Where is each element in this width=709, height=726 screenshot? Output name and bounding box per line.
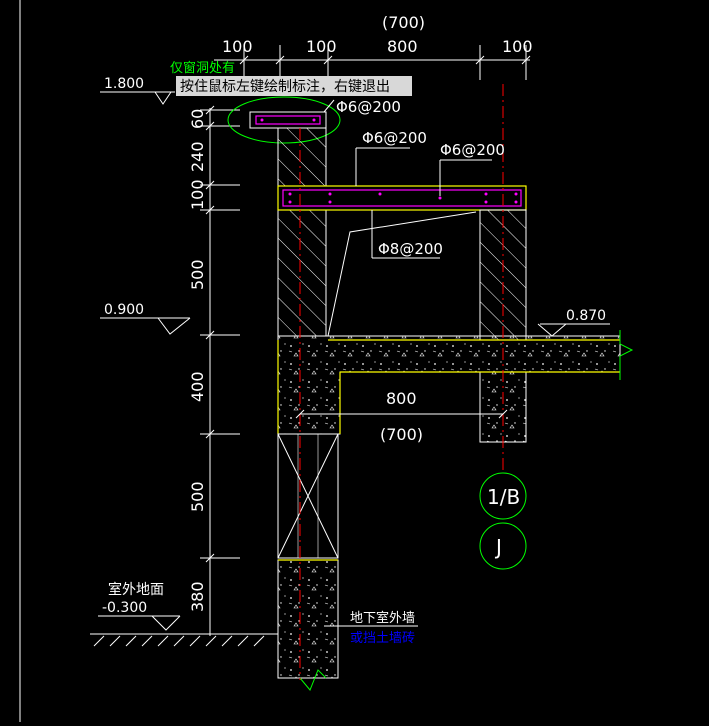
ground-elevation: -0.300 (102, 600, 147, 616)
tooltip-box (176, 76, 412, 96)
elevation-floor: 0.870 (566, 308, 606, 324)
dim-mid-800: 800 (386, 389, 417, 408)
elevation-0900-marker (100, 317, 191, 335)
rebar-label-3: Φ6@200 (440, 141, 505, 159)
basement-wall (277, 559, 339, 679)
dim-800: 800 (387, 37, 418, 56)
grid-label-j: J (494, 535, 502, 559)
wall-note-2: 或挡土墙砖 (350, 631, 415, 646)
dim-100-vertical: 100 (188, 179, 207, 210)
elevation-1800-marker (100, 91, 175, 105)
elevation-0870-marker (537, 323, 610, 337)
grid-bubble-1b (479, 472, 527, 520)
rebar-label-1: Φ6@200 (336, 98, 401, 116)
coping-rebar (255, 115, 321, 125)
rebar-leaders (323, 99, 492, 337)
dim-100-d: 100 (502, 37, 533, 56)
dim-400: 400 (188, 371, 207, 402)
upper-brick-wall (277, 127, 327, 337)
elevation-sill: 0.900 (104, 302, 144, 318)
ground-label: 室外地面 (108, 581, 164, 598)
dim-60: 60 (188, 109, 207, 129)
mid-dimension-line (295, 409, 508, 419)
concrete-floor-slab (277, 335, 621, 443)
grid-bubble-j (479, 522, 527, 570)
wall-note: 地下室外墙 (350, 610, 415, 626)
ground-level (90, 615, 278, 647)
right-brick-pier (479, 209, 527, 341)
dim-500-a: 500 (188, 259, 207, 290)
dim-380: 380 (188, 581, 207, 612)
grid-label-1b: 1/B (487, 485, 520, 509)
dim-total-700: (700) (382, 13, 425, 32)
dim-100-a: 100 (222, 37, 253, 56)
green-note: 仅窗洞处有 (170, 60, 235, 76)
dim-500-b: 500 (188, 481, 207, 512)
rebar-label-4: Φ8@200 (378, 240, 443, 258)
sill-beam-rebar (282, 189, 522, 207)
window-opening (277, 433, 339, 559)
rebar-label-2: Φ6@200 (362, 129, 427, 147)
top-dimension-group (214, 45, 531, 80)
tooltip-text: 按住鼠标左键绘制标注，右键退出 (180, 79, 390, 95)
dim-100-b: 100 (306, 37, 337, 56)
dim-240: 240 (188, 141, 207, 172)
dim-mid-700: (700) (380, 425, 423, 444)
elevation-top: 1.800 (104, 76, 144, 92)
